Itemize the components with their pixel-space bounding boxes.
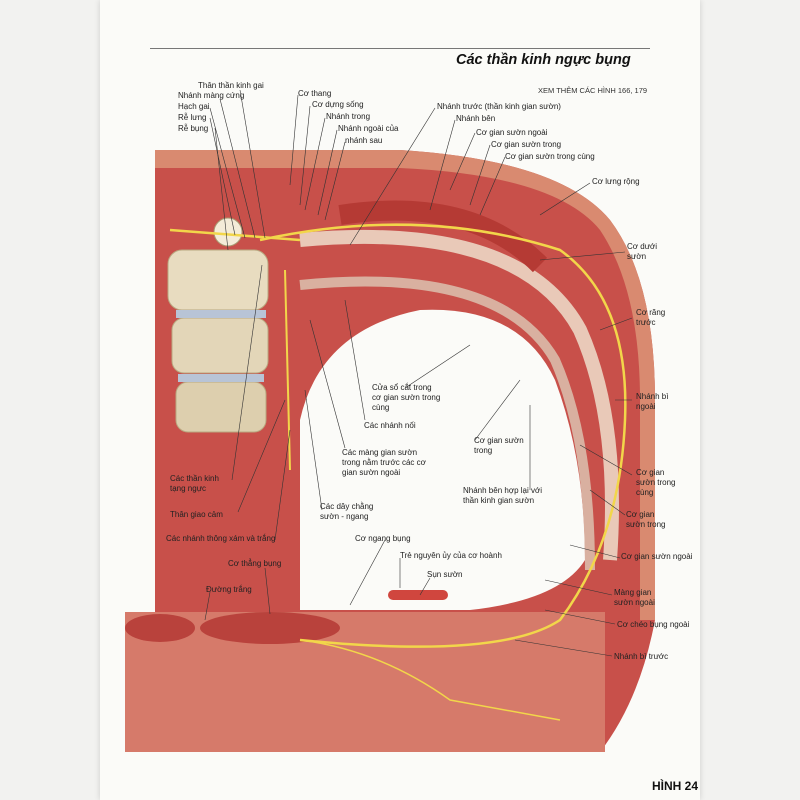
page-title: Các thần kinh ngực bụng <box>456 52 631 68</box>
leader-line <box>274 429 291 541</box>
leader-line <box>539 182 591 216</box>
leader-line <box>239 89 266 239</box>
leader-line <box>324 141 346 221</box>
label-tre-nguyen-uy: Trẻ nguyên ủy của cơ hoành <box>400 551 502 560</box>
leader-line <box>209 117 236 236</box>
label-than-giao-cam: Thân giao cảm <box>170 510 223 519</box>
header-rule <box>150 48 650 49</box>
leader-line <box>449 132 476 191</box>
label-co-cheo-bung-ngoai: Cơ chéo bụng ngoài <box>617 620 690 629</box>
label-duong-trang: Đường trắng <box>206 585 252 594</box>
leader-line <box>304 117 326 211</box>
leader-line <box>479 156 506 216</box>
label-co-ngang-bung: Cơ ngang bụng <box>355 534 411 543</box>
label-co-thang-bung: Cơ thẳng bụng <box>228 559 282 568</box>
leader-line <box>514 639 613 657</box>
label-cac-mang-gian-suon: Các màng gian sườn trong nằm trước các c… <box>342 448 426 477</box>
leader-line <box>299 105 311 206</box>
label-nhanh-trong: Nhánh trong <box>326 112 371 121</box>
leader-line <box>469 144 491 206</box>
rectus-abdominis <box>200 612 340 644</box>
leader-line <box>544 609 616 625</box>
label-co-lung-rong: Cơ lưng rộng <box>592 177 640 186</box>
label-co-rang-truoc: Cơ răng trước <box>636 308 666 327</box>
leader-line <box>349 107 436 246</box>
intervertebral-disc <box>176 310 266 318</box>
leader-line <box>204 591 211 621</box>
leader-line <box>589 489 626 516</box>
label-nhanh-bi-ngoai: Nhánh bì ngoài <box>636 392 669 411</box>
label-co-thang: Cơ thang <box>298 89 332 98</box>
leader-line <box>289 94 299 186</box>
label-nhanh-sau: nhánh sau <box>345 136 383 145</box>
leader-line <box>599 317 633 331</box>
leader-line <box>349 539 386 606</box>
leader-line <box>419 577 431 596</box>
rectus-abdominis <box>125 614 195 642</box>
leader-line <box>304 389 323 511</box>
label-cua-so-cat: Cửa sổ cắt trong cơ gian sườn trong cùng <box>372 383 441 412</box>
leader-line <box>317 129 338 216</box>
label-nhanh-ben-hop-lai: Nhánh bên hợp lại với thần kinh gian sườ… <box>463 486 542 505</box>
leader-line <box>209 107 246 239</box>
label-co-dung-song: Cơ dựng sống <box>312 100 364 109</box>
rib-band <box>299 276 595 571</box>
rib-band <box>299 229 619 561</box>
leader-line <box>237 399 286 513</box>
costal-cartilage <box>388 590 448 600</box>
label-nhanh-ngoai-cua: Nhánh ngoài của <box>338 124 399 133</box>
vertebra-body <box>167 249 269 311</box>
leader-line <box>309 319 346 449</box>
spinal-canal <box>213 217 243 247</box>
label-sun-suon: Sụn sườn <box>427 570 463 579</box>
label-co-gian-suon-trong-right: Cơ gian sườn trong <box>626 510 666 529</box>
leader-line <box>214 127 229 251</box>
label-nhanh-truoc: Nhánh trước (thần kinh gian sườn) <box>437 102 561 111</box>
leader-line <box>404 344 471 389</box>
leader-line <box>474 379 521 441</box>
label-co-gian-suon-trong-cung-top: Cơ gian sườn trong cùng <box>505 152 595 161</box>
leader-line <box>219 98 256 239</box>
label-mang-gian-suon-ngoai: Màng gian sườn ngoài <box>614 588 655 607</box>
label-nhanh-bi-truoc: Nhánh bì trước <box>614 652 669 661</box>
label-co-gian-suon-ngoai-right: Cơ gian sườn ngoài <box>621 552 693 561</box>
figure-number: HÌNH 24 <box>652 779 699 793</box>
leader-line <box>429 119 456 211</box>
label-re-lung: Rễ lưng <box>178 113 207 122</box>
label-cac-than-kinh-tang-nguc: Các thần kinh tạng ngực <box>170 474 219 493</box>
leader-line <box>344 299 366 421</box>
vertebra-body <box>175 381 267 433</box>
label-nhanh-mang-cung: Nhánh màng cứng <box>178 91 245 100</box>
label-than-than-kinh-gai: Thân thần kinh gai <box>198 81 264 90</box>
leader-line <box>539 251 626 261</box>
label-co-gian-suon-trong-mid: Cơ gian sườn trong <box>474 436 524 455</box>
intercostal-nerve <box>259 223 627 648</box>
label-co-gian-suon-trong-top: Cơ gian sườn trong <box>491 140 562 149</box>
leader-line <box>231 264 263 481</box>
label-cac-nhanh-thong: Các nhánh thông xám và trắng <box>166 534 276 543</box>
thoracic-cavity <box>300 309 585 610</box>
intervertebral-disc <box>178 374 264 382</box>
leader-line <box>544 579 613 596</box>
anterior-cutaneous-branch <box>299 639 561 721</box>
label-co-duoi-suon: Cơ dưới sườn <box>627 242 658 261</box>
label-re-bung: Rễ bụng <box>178 124 209 133</box>
label-nhanh-ben: Nhánh bên <box>456 114 496 123</box>
leader-line <box>569 544 621 559</box>
label-cac-day-chang: Các dây chằng sườn - ngang <box>320 502 374 521</box>
label-co-gian-suon-trong-cung-right: Cơ gian sườn trong cùng <box>636 468 676 497</box>
leader-line <box>264 567 271 615</box>
see-also-reference: XEM THÊM CÁC HÌNH 166, 179 <box>538 86 648 95</box>
label-co-gian-suon-ngoai-top: Cơ gian sườn ngoài <box>476 128 548 137</box>
label-hach-gai: Hạch gai <box>178 102 210 111</box>
label-cac-nhanh-noi: Các nhánh nối <box>364 421 416 430</box>
leader-line <box>579 444 633 476</box>
